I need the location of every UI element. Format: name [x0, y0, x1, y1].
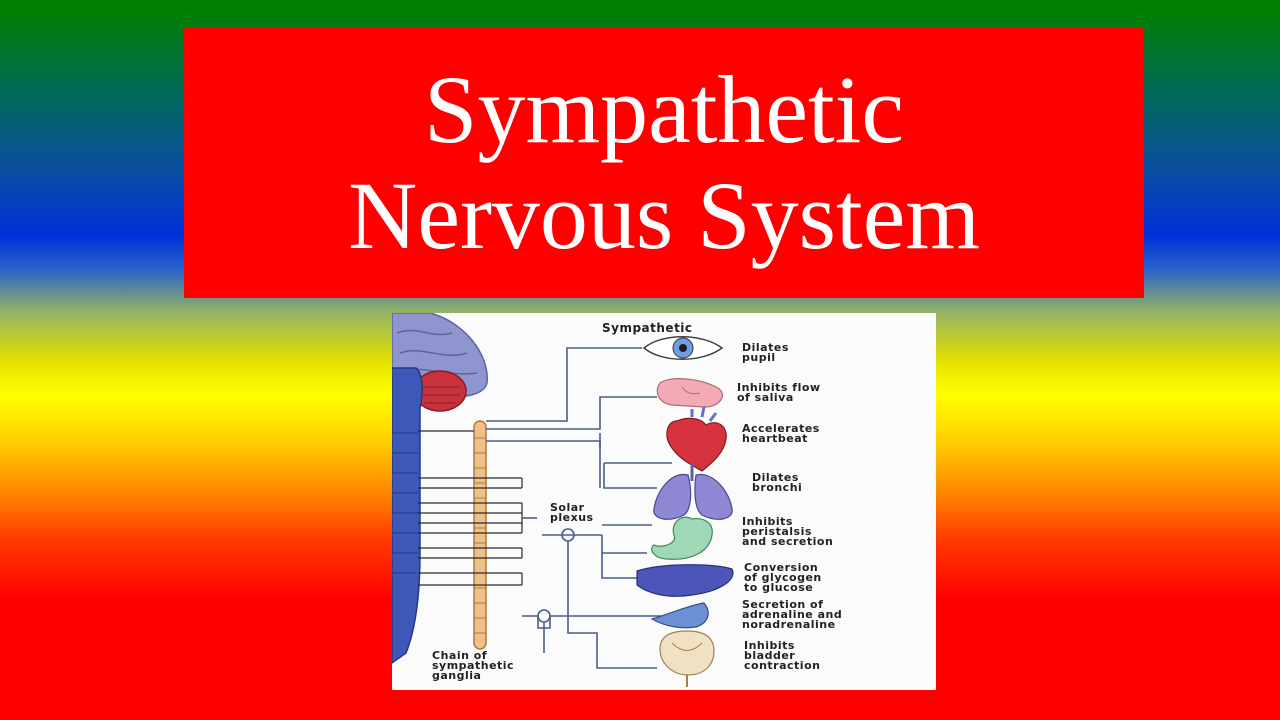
title-line-1: Sympathetic	[424, 55, 904, 163]
chain-ganglia-label: Chain of sympathetic ganglia	[432, 649, 515, 682]
effect-label-glycogen: Conversion of glycogen to glucose	[744, 561, 822, 594]
bladder-icon	[659, 630, 715, 687]
sympathetic-diagram: Sympathetic Solar plexus Chain of sympat…	[392, 313, 936, 690]
lungs-icon	[653, 463, 733, 520]
title-line-2: Nervous System	[348, 161, 980, 269]
diagram-illustration	[392, 313, 734, 687]
ganglia-chain-shape	[473, 420, 487, 650]
effect-label-bladder: Inhibits bladder contraction	[744, 639, 821, 672]
spinal-cord-shape	[392, 367, 423, 664]
title-banner: Sympathetic Nervous System	[184, 27, 1144, 298]
effect-label-heartbeat: Accelerates heartbeat	[742, 422, 820, 445]
effect-label-bronchi: Dilates bronchi	[752, 471, 803, 494]
effect-label-pupil: Dilates pupil	[742, 341, 789, 364]
effect-label-adrenaline: Secretion of adrenaline and noradrenalin…	[742, 598, 843, 631]
stomach-icon	[651, 516, 713, 560]
eye-icon	[642, 336, 724, 360]
adrenal-gland-icon	[650, 602, 709, 629]
solar-plexus-label: Solar plexus	[550, 501, 594, 524]
salivary-gland-icon	[656, 378, 723, 408]
effect-label-saliva: Inhibits flow of saliva	[737, 381, 821, 404]
liver-icon	[636, 564, 734, 597]
diagram-heading: Sympathetic	[602, 321, 693, 335]
effect-label-peristalsis: Inhibits peristalsis and secretion	[742, 515, 834, 548]
heart-icon	[666, 406, 727, 472]
